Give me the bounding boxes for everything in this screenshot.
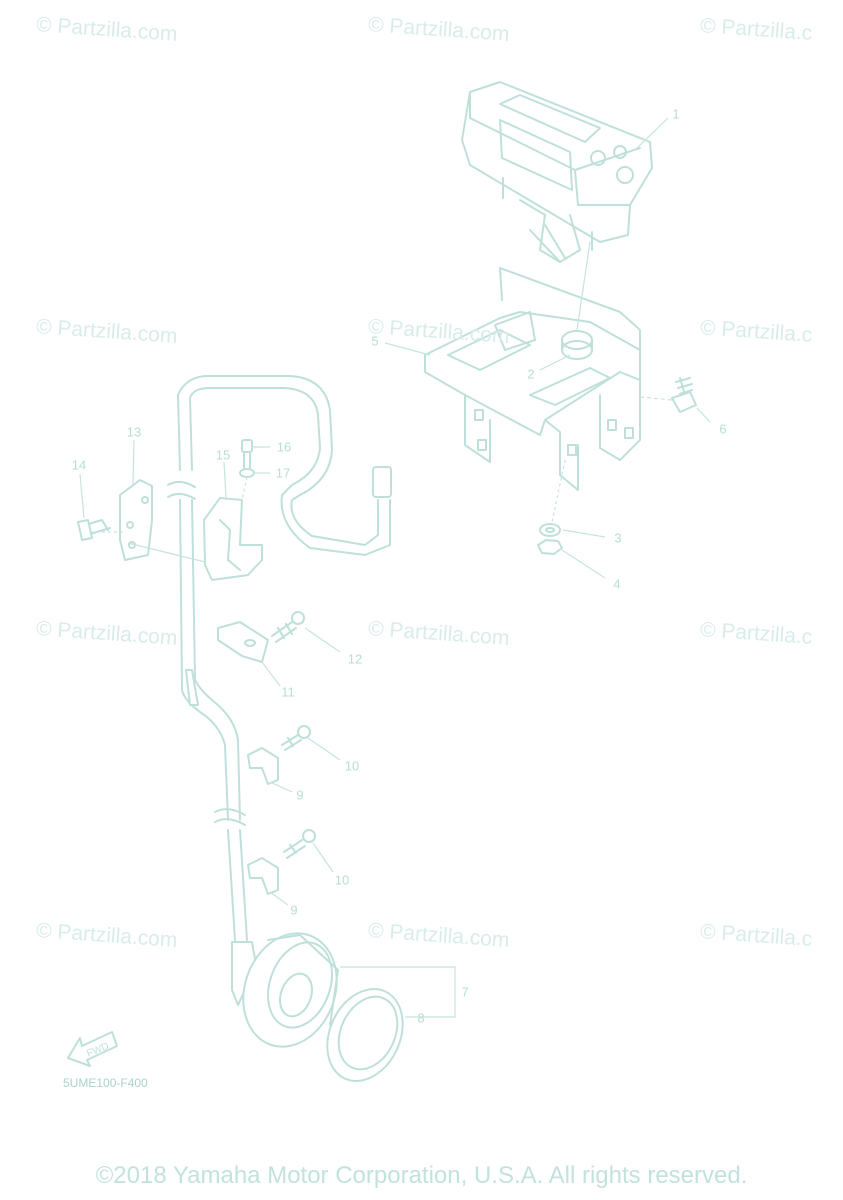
- meter-assembly: [461, 81, 653, 263]
- callout-13: 13: [126, 424, 142, 440]
- fwd-arrow-icon: FWD: [67, 1031, 118, 1067]
- callout-5: 5: [371, 333, 379, 349]
- speedometer-gear: [242, 932, 456, 1082]
- callout-15: 15: [215, 447, 231, 463]
- callout-9b: 9: [290, 902, 298, 918]
- nut: [537, 539, 563, 555]
- callout-6: 6: [719, 421, 727, 437]
- lower-cable-clamp: [247, 829, 316, 895]
- holder-plates: [77, 439, 263, 581]
- callout-leaders: [79, 117, 711, 906]
- grommet: [561, 241, 593, 360]
- callout-12: 12: [347, 651, 363, 667]
- callout-17: 17: [275, 465, 291, 481]
- bolt: [639, 377, 697, 413]
- callout-1: 1: [672, 106, 680, 122]
- diagram-code: 5UME100-F400: [63, 1076, 148, 1090]
- callout-4: 4: [613, 576, 621, 592]
- callout-16: 16: [276, 439, 292, 455]
- upper-cable-clamp: [247, 725, 311, 785]
- callout-14: 14: [71, 457, 87, 473]
- callout-3: 3: [614, 530, 622, 546]
- callout-9a: 9: [296, 787, 304, 803]
- callout-7: 7: [461, 984, 469, 1000]
- washer: [539, 523, 561, 537]
- copyright-notice: ©2018 Yamaha Motor Corporation, U.S.A. A…: [95, 1162, 748, 1189]
- callout-10a: 10: [344, 758, 360, 774]
- clamp-and-screw: [217, 611, 305, 663]
- callout-2: 2: [527, 366, 535, 382]
- callout-8: 8: [417, 1010, 425, 1026]
- callout-10b: 10: [334, 872, 350, 888]
- callout-11: 11: [281, 684, 295, 700]
- meter-cable: [167, 375, 392, 1006]
